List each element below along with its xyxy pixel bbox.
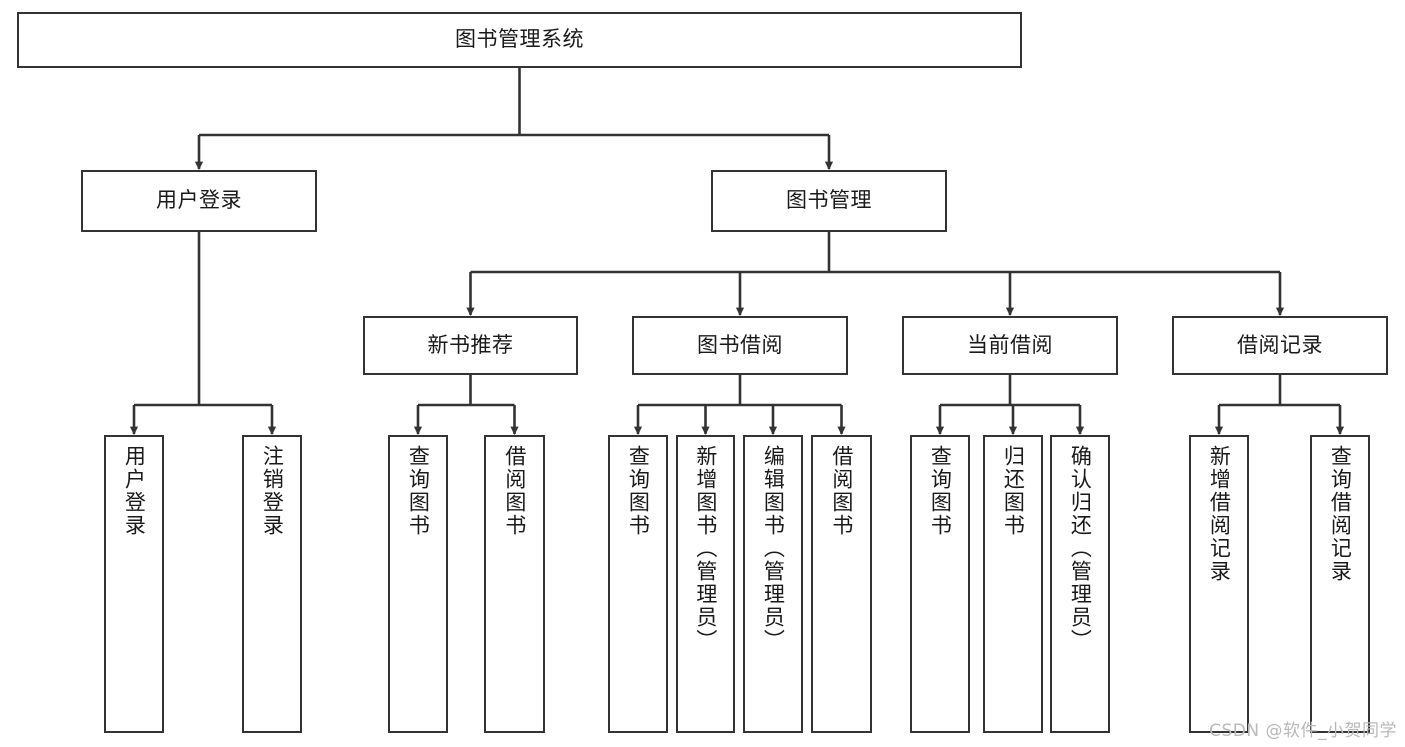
node-leaf-login-1: 用户登录 (104, 435, 164, 733)
node-leaf-borrow-3: 编辑图书（管理员） (743, 435, 803, 733)
node-label: 编辑图书（管理员） (761, 445, 786, 652)
watermark-label: CSDN @软件_小贺同学 (1209, 721, 1397, 741)
node-leaf-cur-1: 查询图书 (910, 435, 970, 733)
node-label: 图书借阅 (697, 332, 783, 357)
node-label: 图书管理 (786, 188, 872, 213)
node-label: 确认归还（管理员） (1068, 445, 1093, 652)
node-label: 新增借阅记录 (1207, 445, 1232, 583)
node-leaf-rec-2: 查询借阅记录 (1310, 435, 1370, 733)
edges-group (129, 68, 1345, 435)
node-newbook: 新书推荐 (363, 316, 578, 375)
node-label: 用户登录 (156, 188, 242, 213)
node-bookmgmt: 图书管理 (711, 170, 947, 232)
node-label: 借阅记录 (1237, 332, 1323, 357)
node-leaf-borrow-1: 查询图书 (608, 435, 668, 733)
node-leaf-borrow-2: 新增图书（管理员） (676, 435, 735, 733)
node-label: 借阅图书 (829, 445, 854, 537)
node-root: 图书管理系统 (17, 12, 1022, 68)
node-records: 借阅记录 (1172, 316, 1388, 375)
node-label: 当前借阅 (967, 332, 1053, 357)
node-borrow: 图书借阅 (632, 316, 848, 375)
node-label: 新增图书（管理员） (693, 445, 718, 652)
node-leaf-new-1: 查询图书 (388, 435, 448, 733)
node-label: 用户登录 (122, 445, 147, 537)
node-leaf-login-2: 注销登录 (242, 435, 302, 733)
node-label: 借阅图书 (502, 445, 527, 537)
node-leaf-cur-2: 归还图书 (983, 435, 1043, 733)
node-label: 注销登录 (260, 445, 285, 537)
node-label: 归还图书 (1001, 445, 1026, 537)
node-label: 新书推荐 (427, 332, 514, 357)
node-label: 查询图书 (406, 445, 431, 537)
node-leaf-borrow-4: 借阅图书 (811, 435, 872, 733)
node-label: 查询图书 (928, 445, 953, 537)
node-login: 用户登录 (81, 170, 317, 232)
node-current: 当前借阅 (902, 316, 1118, 375)
node-leaf-cur-3: 确认归还（管理员） (1050, 435, 1110, 733)
node-label: 查询借阅记录 (1328, 445, 1353, 583)
node-leaf-new-2: 借阅图书 (484, 435, 545, 733)
node-label: 图书管理系统 (455, 27, 584, 52)
node-label: 查询图书 (626, 445, 651, 537)
node-leaf-rec-1: 新增借阅记录 (1189, 435, 1249, 733)
